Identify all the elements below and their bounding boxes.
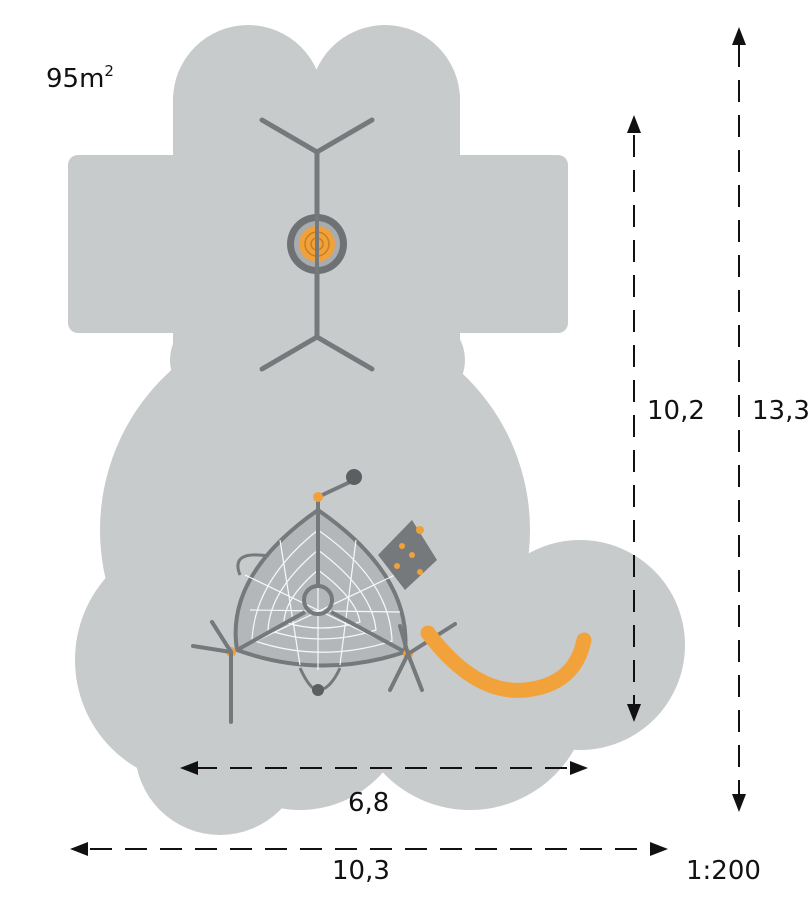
arrow-right-icon (650, 842, 668, 856)
arrow-up-icon (627, 115, 641, 133)
anchor-legs (191, 620, 457, 724)
climbing-net-pyramid (226, 469, 413, 696)
arrow-down-icon (627, 704, 641, 722)
dimension-lines (90, 45, 740, 850)
arrow-up-icon (732, 27, 746, 45)
area-label: 95m2 (46, 62, 114, 94)
arrow-left-icon (70, 842, 88, 856)
area-exponent: 2 (104, 62, 114, 80)
area-value: 95m (46, 64, 105, 94)
climbing-wall-panel (378, 520, 437, 590)
scale-label: 1:200 (686, 856, 761, 886)
equipment-width-label: 6,8 (348, 788, 390, 818)
nest-swing-seat (287, 214, 347, 274)
safety-zone (68, 25, 685, 835)
overall-depth-label: 13,3 (752, 396, 809, 426)
equipment-depth-label: 10,2 (647, 396, 705, 426)
overall-width-label: 10,3 (332, 856, 390, 886)
arrow-right-icon (570, 761, 588, 775)
arrow-heads (70, 27, 746, 856)
arrow-left-icon (180, 761, 198, 775)
arrow-down-icon (732, 794, 746, 812)
curved-slide (420, 625, 592, 698)
